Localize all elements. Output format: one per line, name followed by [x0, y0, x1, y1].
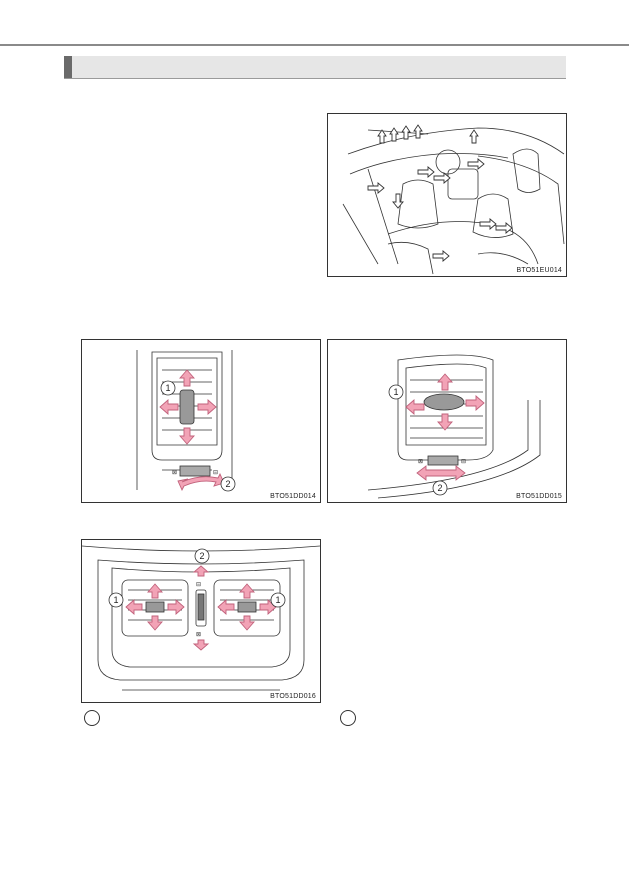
- figure-code: BTO51DD014: [270, 493, 316, 500]
- callout-2: [220, 476, 236, 492]
- callout-1-right: [270, 592, 286, 608]
- callout-1-right-text: 1: [275, 595, 280, 605]
- svg-text:⊟: ⊟: [461, 459, 466, 465]
- section-marker: [64, 56, 72, 78]
- callout-2: [432, 480, 448, 496]
- header-rule: [0, 44, 629, 46]
- callout-1: [160, 380, 176, 396]
- figure-interior-airflow: BTO51EU014: [327, 113, 567, 277]
- rear-vents-illustration: ⊟ ⊠ 1 1 2: [82, 545, 320, 691]
- svg-text:⊠: ⊠: [196, 632, 201, 638]
- figure-center-vent: ⊠ ⊟ 1 2 BTO51DD014: [81, 339, 321, 503]
- legend-marker-1: [84, 710, 100, 726]
- figure-side-vent: ⊠ ⊟ 1 2 BTO51DD015: [327, 339, 567, 503]
- section-title-bar: [64, 56, 566, 79]
- legend-marker-2: [340, 710, 356, 726]
- svg-text:⊠: ⊠: [172, 470, 177, 476]
- callout-2: [194, 548, 210, 564]
- svg-text:⊠: ⊠: [418, 459, 423, 465]
- center-vent-illustration: ⊠ ⊟ 1 2: [136, 350, 236, 492]
- callout-1-text: 1: [393, 387, 398, 397]
- figure-code: BTO51DD016: [270, 693, 316, 700]
- figure-rear-vents: ⊟ ⊠ 1 1 2 BTO51DD016: [81, 539, 321, 703]
- callout-2-text: 2: [225, 479, 230, 489]
- svg-text:⊟: ⊟: [196, 582, 201, 588]
- callout-1-left: [108, 592, 124, 608]
- interior-airflow-illustration: [342, 124, 565, 275]
- callout-1: [388, 384, 404, 400]
- side-vent-illustration: ⊠ ⊟ 1 2: [367, 354, 541, 499]
- callout-2-text: 2: [199, 551, 204, 561]
- figure-code: BTO51EU014: [516, 267, 562, 274]
- svg-text:⊟: ⊟: [213, 470, 218, 476]
- callout-1-text: 1: [165, 383, 170, 393]
- callout-2-text: 2: [437, 483, 442, 493]
- callout-1-left-text: 1: [113, 595, 118, 605]
- figure-code: BTO51DD015: [516, 493, 562, 500]
